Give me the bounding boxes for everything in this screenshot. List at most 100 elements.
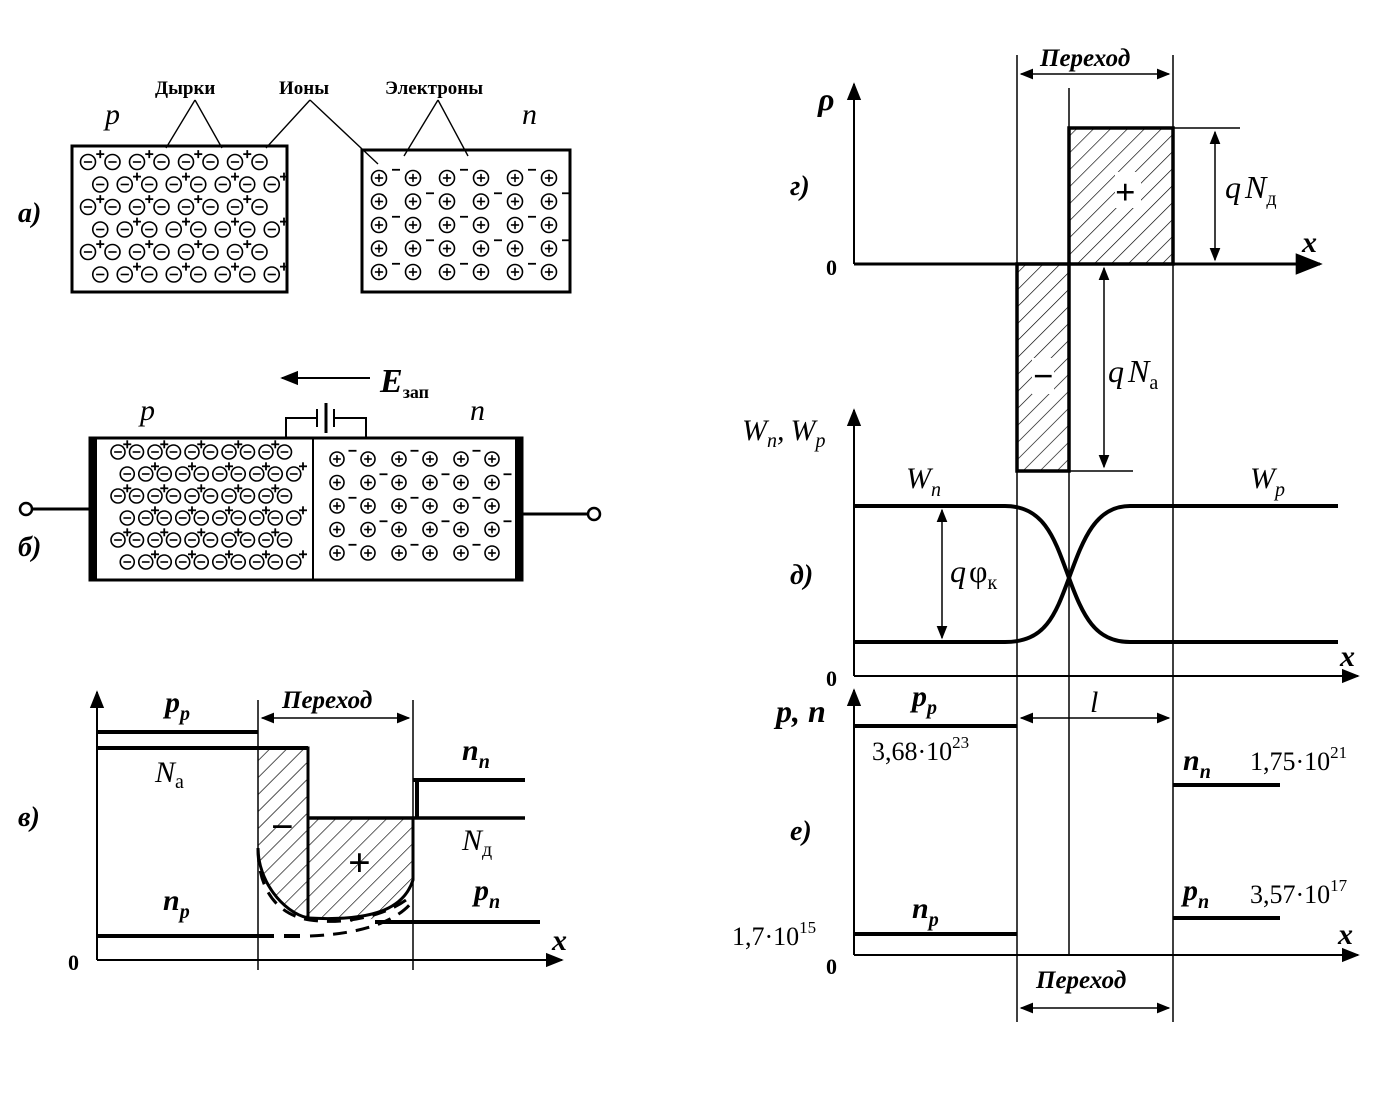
acceptor-ion	[174, 554, 191, 570]
acceptor-ion	[251, 198, 268, 216]
x-axis-label: x	[1337, 918, 1353, 951]
acceptor-ion	[147, 532, 163, 548]
electrons-label: Электроны	[385, 78, 483, 99]
panel-d: д) Wn,Wp 0 x qφк Wn Wp	[742, 408, 1360, 691]
acceptor-ion	[147, 488, 163, 504]
acceptor-ion	[248, 466, 265, 482]
pp-label: pp	[909, 680, 937, 719]
acceptor-ion	[79, 198, 97, 216]
acceptor-ion	[153, 198, 170, 216]
acceptor-ion	[104, 198, 121, 216]
n-region-label: n	[470, 394, 485, 427]
acceptor-ion	[119, 466, 136, 482]
acceptor-ion	[153, 153, 170, 171]
acceptor-ion	[140, 221, 158, 238]
donor-ion	[438, 240, 456, 257]
acceptor-ion	[128, 153, 146, 171]
left-contact	[90, 438, 97, 580]
np-transition-dashed	[309, 901, 414, 938]
nd-label: Nд	[461, 824, 492, 861]
donor-ion	[453, 451, 469, 467]
donor-ion	[370, 193, 388, 210]
donor-ion	[484, 474, 500, 491]
x-axis-label: x	[1301, 226, 1317, 259]
donor-ion	[506, 216, 524, 234]
donor-ion	[360, 498, 376, 514]
pp-value: 3,68·1023	[872, 733, 969, 766]
acceptor-ion	[184, 444, 200, 460]
acceptor-ion	[230, 466, 247, 482]
acceptor-ion	[110, 532, 126, 548]
wn-label: Wn	[906, 462, 941, 501]
donor-ion	[391, 545, 407, 561]
acceptor-ion	[239, 532, 256, 548]
right-terminal	[586, 506, 602, 522]
n-crystal	[360, 148, 572, 294]
acceptor-ion	[116, 221, 134, 238]
transition-label: Переход	[281, 687, 372, 714]
acceptor-ion	[202, 243, 219, 261]
donor-ion	[329, 521, 345, 538]
donor-ion	[438, 216, 456, 234]
donor-ion	[453, 474, 469, 491]
acceptor-ion	[202, 532, 219, 548]
transition-label: Переход	[1039, 45, 1130, 72]
acceptor-ion	[248, 510, 265, 526]
acceptor-ion	[156, 466, 173, 482]
acceptor-ion	[165, 444, 182, 460]
acceptor-ion	[214, 221, 232, 238]
panel-b-tag: б)	[18, 532, 41, 563]
acceptor-ion	[116, 266, 134, 283]
donor-ion	[360, 474, 376, 491]
acceptor-ion	[230, 510, 247, 526]
donor-ion	[404, 193, 422, 210]
acceptor-ion	[174, 466, 191, 482]
acceptor-ion	[214, 176, 232, 193]
acceptor-ion	[137, 510, 154, 526]
acceptor-ion	[128, 198, 146, 216]
plus-sign: +	[348, 840, 371, 885]
acceptor-ion	[110, 488, 126, 504]
acceptor-ion	[128, 488, 145, 504]
donor-ion	[360, 451, 376, 467]
x-axis-label: x	[551, 924, 567, 957]
donor-ion	[329, 545, 345, 561]
donor-ions	[370, 168, 570, 281]
acceptor-ion	[267, 510, 284, 526]
donor-ion	[370, 216, 388, 234]
acceptor-ion	[193, 510, 210, 526]
acceptor-ion	[221, 444, 237, 460]
donor-ion	[391, 474, 407, 491]
acceptor-ion	[251, 243, 268, 261]
donor-ion	[329, 451, 345, 467]
np-value: 1,7·1015	[732, 918, 816, 951]
acceptor-ion	[147, 444, 163, 460]
pn-label: pn	[471, 874, 500, 913]
acceptor-ion	[189, 176, 207, 193]
origin-label: 0	[826, 666, 837, 691]
positive-charge-outline	[307, 816, 415, 921]
wn-curve	[854, 504, 1338, 644]
donor-ion	[391, 498, 407, 514]
acceptor-ion	[177, 243, 195, 261]
donor-ion	[329, 474, 345, 491]
acceptor-ion	[184, 532, 200, 548]
p-region-label: p	[138, 394, 155, 427]
acceptor-ion	[116, 176, 134, 193]
acceptor-ion	[184, 488, 200, 504]
acceptor-ion	[202, 198, 219, 216]
acceptor-ion	[211, 510, 228, 526]
acceptor-ion	[248, 554, 265, 570]
donor-ion	[391, 521, 407, 538]
minus-sign: −	[271, 804, 294, 849]
acceptor-ion	[285, 510, 302, 526]
acceptor-ion	[174, 510, 191, 526]
donor-ion	[422, 451, 438, 467]
acceptor-ion	[258, 532, 274, 548]
donor-ion	[370, 169, 388, 187]
acceptor-ion	[165, 488, 182, 504]
p-crystal	[70, 144, 289, 294]
